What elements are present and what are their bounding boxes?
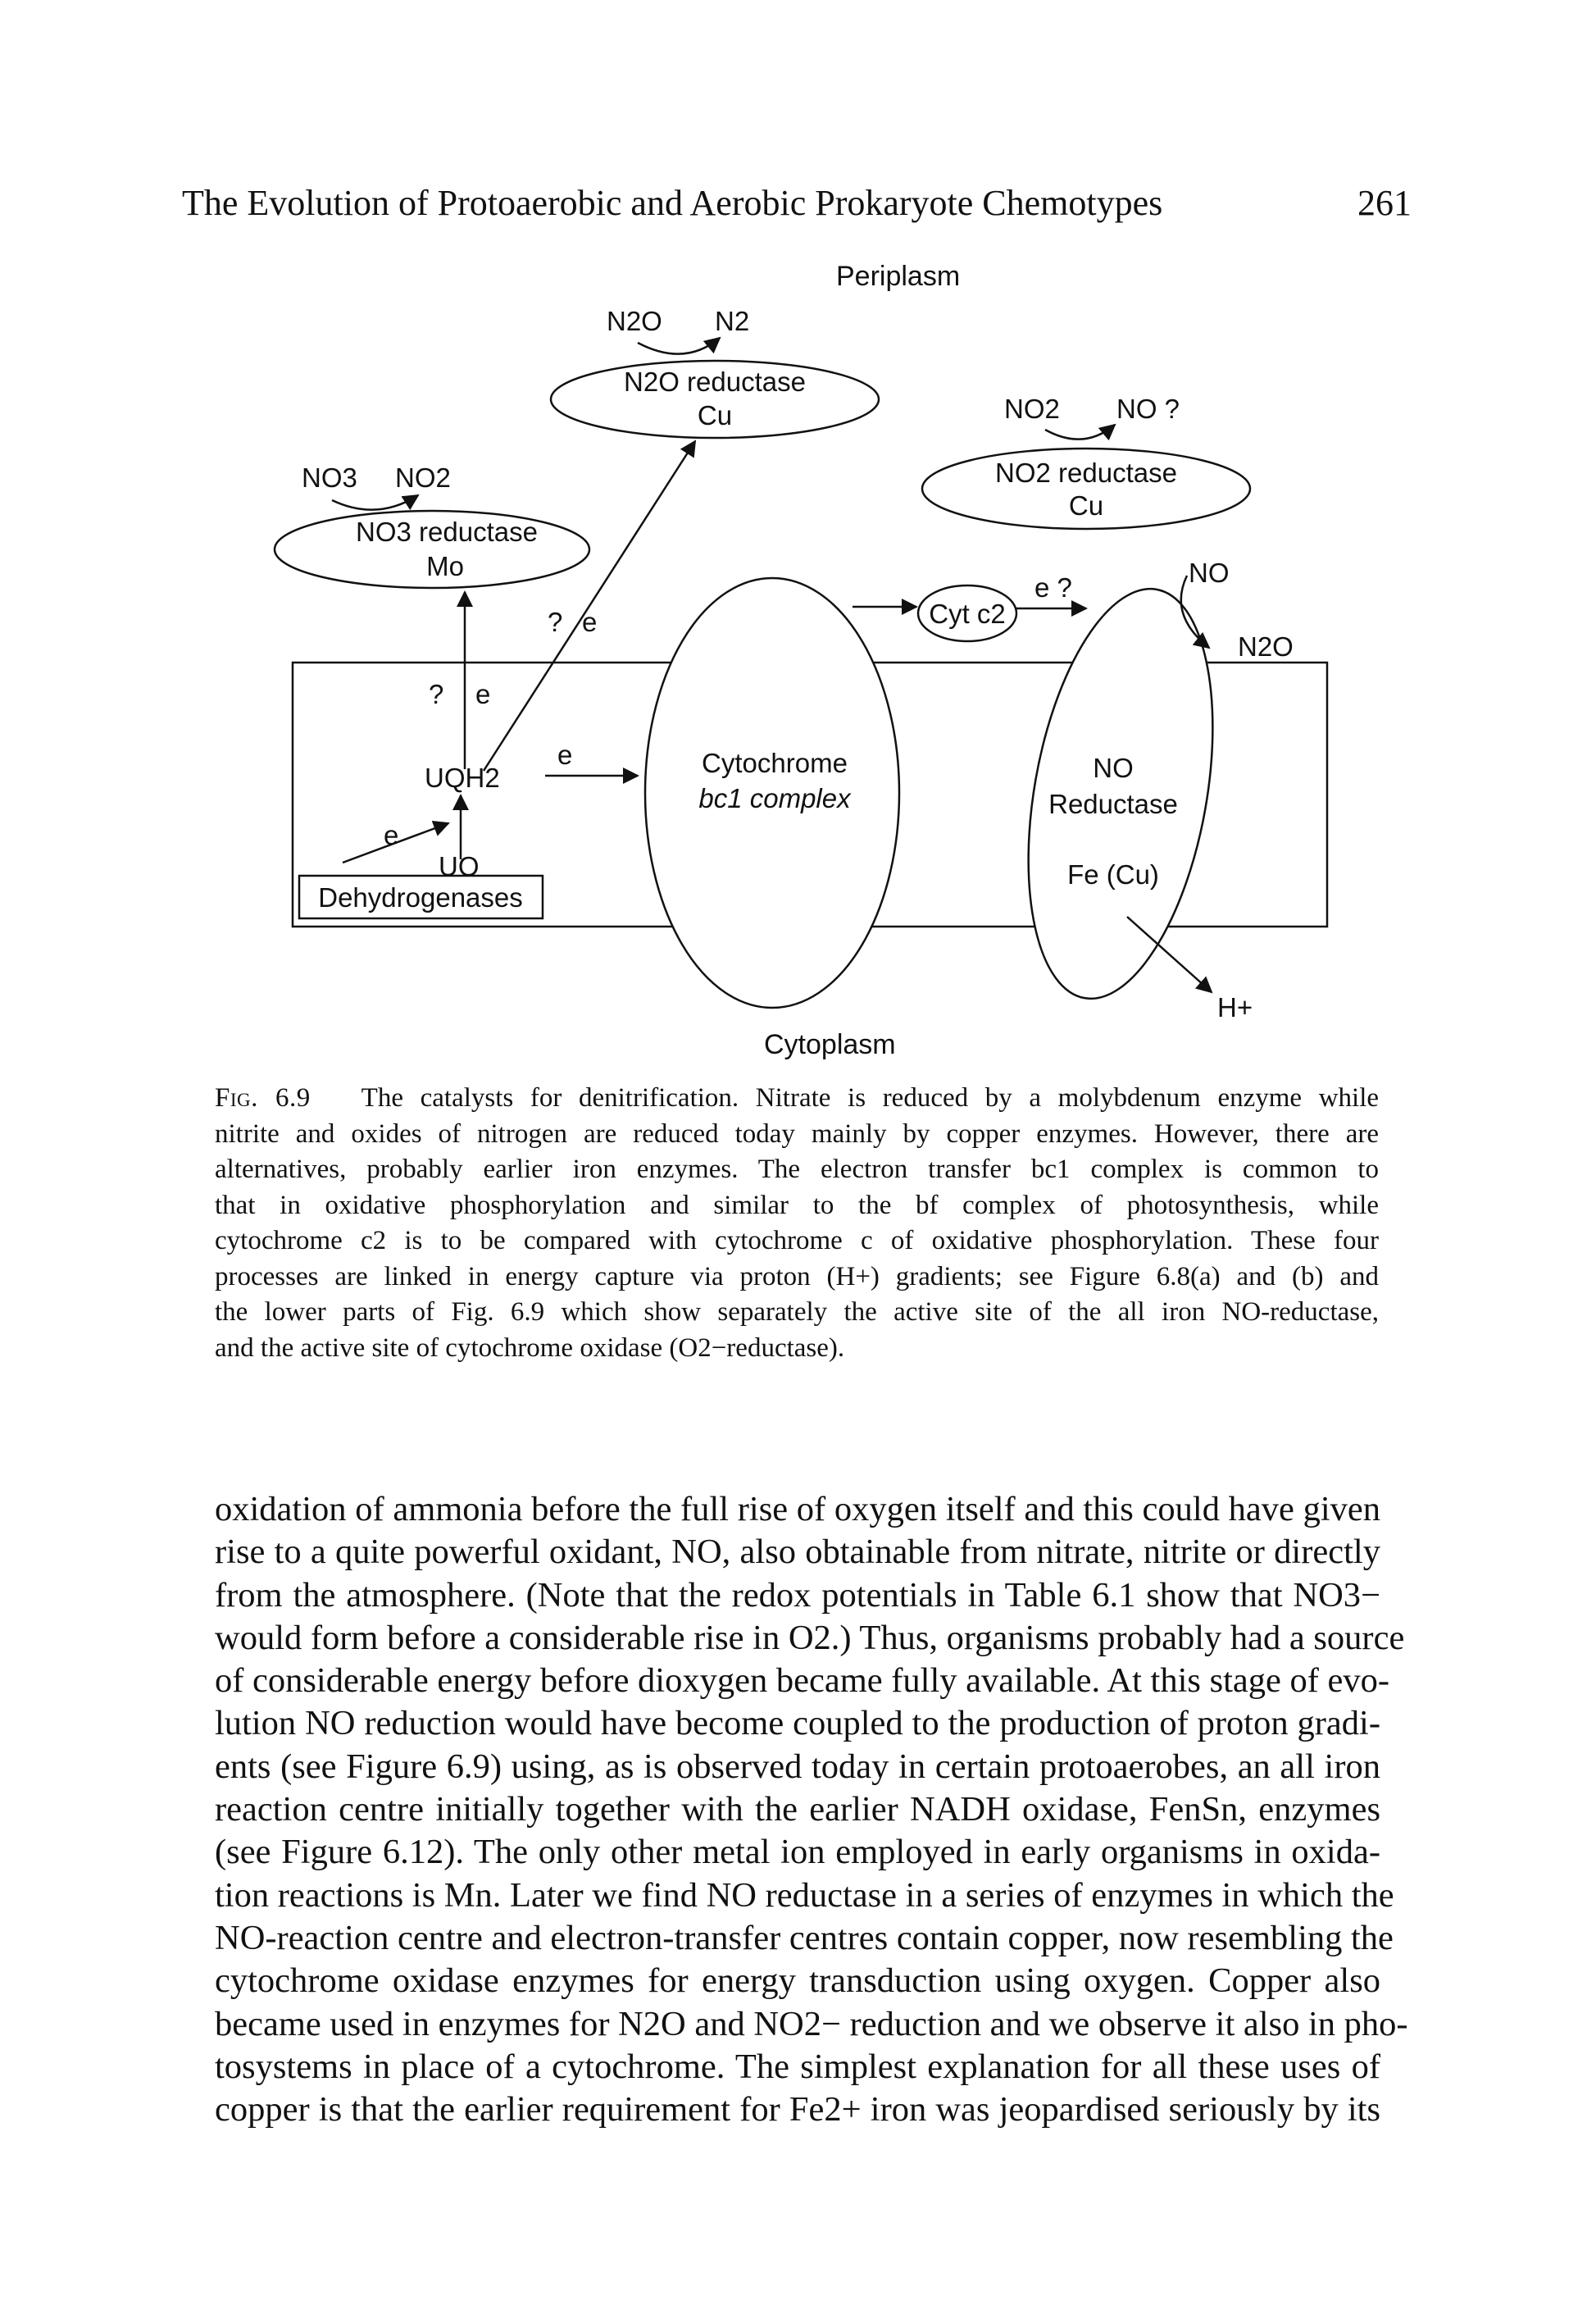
dehydrogenases-box [298,874,544,920]
body-line: became used in enzymes for N2O and NO2− … [215,2004,1408,2043]
no-reductase-line2: Reductase [1048,789,1178,819]
e-diag: e [582,607,597,637]
running-title: The Evolution of Protoaerobic and Aerobi… [182,183,1163,223]
caption-line: nitrite and oxides of nitrogen are reduc… [215,1118,1379,1149]
body-line: from the atmosphere. (Note that the redo… [215,1575,1380,1615]
running-head: The Evolution of Protoaerobic and Aerobi… [182,182,1412,239]
body-line: of considerable energy before dioxygen b… [215,1661,1390,1701]
body-line: lution NO reduction would have become co… [215,1704,1380,1743]
body-line: tion reactions is Mn. Later we find NO r… [215,1875,1394,1915]
dehydrogenases-label: Dehydrogenases [318,882,523,913]
body-text: oxidation of ammonia before the full ris… [215,1488,1408,2131]
cytochrome-bc1-line1: Cytochrome [702,748,848,778]
h-plus-label: H+ [1217,992,1253,1023]
n2o-reductase-metal: Cu [698,400,732,430]
body-line: (see Figure 6.12). The only other metal … [215,1833,1380,1872]
no2-to-no-arrow [1044,423,1116,441]
figure-caption: Fig. 6.9 The catalysts for denitrificati… [215,1081,1379,1366]
body-line: NO-reaction centre and electron-transfer… [215,1918,1394,1957]
no2-reductase-metal: Cu [1069,490,1103,521]
e-lower-arrow [342,820,450,864]
n2o-product-label: N2O [1238,631,1294,662]
caption-line: cytochrome c2 is to be compared with cyt… [215,1226,1379,1255]
body-line: tosystems in place of a cytochrome. The … [215,2047,1380,2086]
caption-line: the lower parts of Fig. 6.9 which show s… [215,1297,1379,1327]
cyt-c2-ellipse [916,584,1018,643]
page-number: 261 [1357,183,1412,223]
no2-reductase-name: NO2 reductase [995,458,1177,488]
cytochrome-bc1-line2: bc1 complex [698,783,852,813]
n2o-reductase-ellipse [549,359,880,440]
no-question-label: NO ? [1116,394,1180,424]
body-line: rise to a quite powerful oxidant, NO, al… [215,1533,1380,1572]
body-line: would form before a considerable rise in… [215,1618,1405,1657]
q-e-diag: ? [548,607,562,637]
e-question: e ? [1034,572,1072,603]
e-to-bc1: e [557,740,572,770]
no3-label: NO3 [302,462,357,493]
n2o-reductase-name: N2O reductase [624,367,806,397]
caption-label: Fig. 6.9 [215,1083,311,1113]
caption-line: alternatives, probably earlier iron enzy… [215,1155,1379,1184]
n2-label: N2 [715,306,749,336]
body-line: oxidation of ammonia before the full ris… [215,1490,1380,1528]
q-vertical: ? [429,679,443,709]
e-lower: e [384,820,398,850]
body-line: ents (see Figure 6.9) using, as is obser… [215,1747,1380,1786]
cytoplasm-label: Cytoplasm [764,1029,896,1060]
h-plus-arrow [1126,916,1213,994]
body-line: reaction centre initially together with … [215,1790,1380,1829]
figure-6-9-diagram: Periplasm Cytoplasm N2O N2 N2O reductase… [273,261,1329,1060]
no2-label: NO2 [395,462,451,493]
periplasm-label: Periplasm [836,261,960,292]
no3-to-no2-arrow [331,494,420,511]
cytochrome-bc1-ellipse [643,576,901,1009]
body-line: cytochrome oxidase enzymes for energy tr… [215,1961,1380,2001]
no3-reductase-name: NO3 reductase [356,517,538,547]
no3-reductase-metal: Mo [426,551,464,581]
caption-line: Fig. 6.9 The catalysts for denitrificati… [215,1081,1379,1117]
no-reductase-line1: NO [1093,753,1134,783]
caption-text: The catalysts for denitrification. Nitra… [361,1083,1380,1113]
no-side-label: NO [1189,558,1230,588]
n2o-to-n2-arrow [637,336,721,355]
uqh2-label: UQH2 [425,763,500,793]
no-reductase-ellipse [1027,587,1214,1000]
no-reductase-metal: Fe (Cu) [1067,859,1159,890]
e-vertical: e [475,679,490,709]
caption-line: processes are linked in energy capture v… [215,1261,1379,1291]
body-line: copper is that the earlier requirement f… [215,2090,1380,2129]
cyt-c2-label: Cyt c2 [929,599,1006,629]
caption-line: that in oxidative phosphorylation and si… [215,1190,1379,1220]
no2-reductase-ellipse [921,447,1252,531]
no-to-n2o-arrow [1180,575,1211,649]
uqh2-to-n2o-reductase-arrow [482,440,697,772]
no3-reductase-ellipse [273,509,591,590]
n2o-label: N2O [607,306,662,336]
caption-line: and the active site of cytochrome oxidas… [215,1332,845,1363]
no2-top-label: NO2 [1004,394,1060,424]
